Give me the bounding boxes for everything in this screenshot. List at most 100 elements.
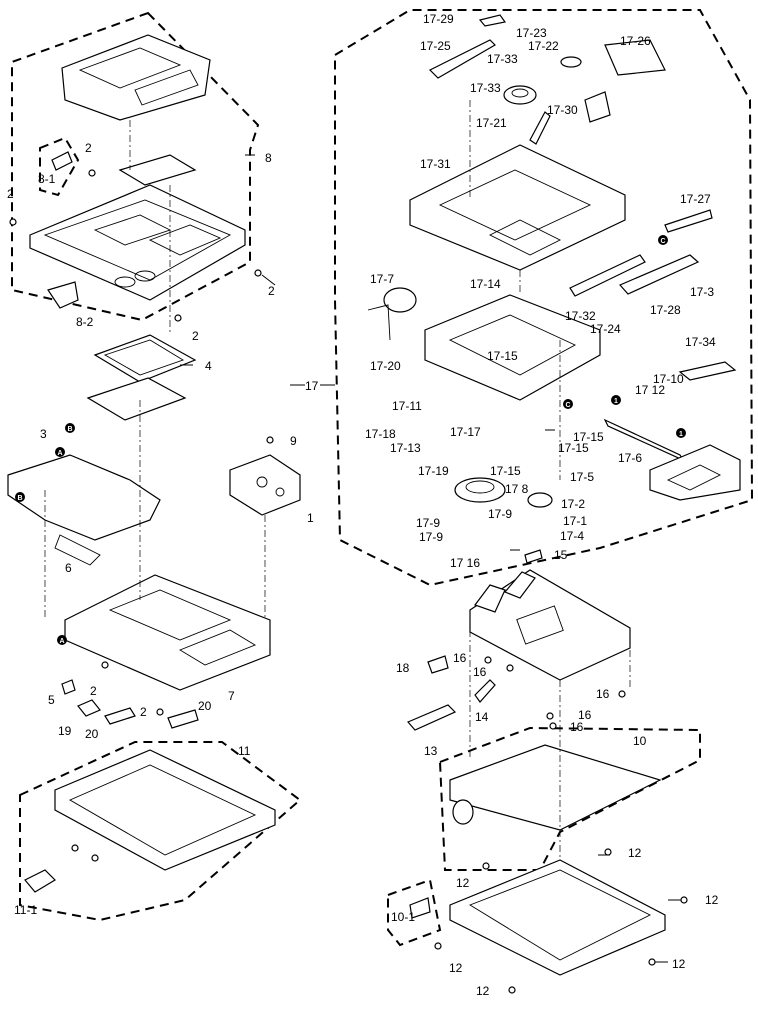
label-5: 5 bbox=[48, 693, 55, 707]
label-17-17: 17-17 bbox=[450, 425, 481, 439]
label-4: 4 bbox=[205, 359, 212, 373]
bottom-case bbox=[54, 749, 276, 871]
label-14: 14 bbox=[475, 710, 489, 724]
label-16a: 16 bbox=[453, 651, 467, 665]
label-17-5: 17-5 bbox=[570, 470, 594, 484]
label-17-20: 17-20 bbox=[370, 359, 401, 373]
label-17-4: 17-4 bbox=[560, 529, 584, 543]
label-17-3: 17-3 bbox=[690, 285, 714, 299]
callout-a-2: A bbox=[59, 638, 64, 645]
label-12e: 12 bbox=[672, 957, 686, 971]
group-11-outline bbox=[19, 741, 302, 922]
label-6: 6 bbox=[65, 561, 72, 575]
callout-1-a: 1 bbox=[614, 398, 618, 405]
optical-pickup bbox=[649, 444, 741, 501]
label-17-9c: 17-9 bbox=[419, 530, 443, 544]
group-10-1-outline bbox=[387, 878, 442, 947]
label-11: 11 bbox=[238, 744, 251, 758]
mechanism-chassis bbox=[409, 144, 626, 271]
callout-b-1: B bbox=[67, 426, 72, 433]
label-17-34: 17-34 bbox=[685, 335, 716, 349]
label-2a: 2 bbox=[85, 141, 92, 155]
label-10: 10 bbox=[633, 734, 647, 748]
label-17-2: 17-2 bbox=[561, 497, 585, 511]
callout-c-1: C bbox=[660, 238, 665, 245]
label-17-30: 17-30 bbox=[547, 103, 578, 117]
label-17-28: 17-28 bbox=[650, 303, 681, 317]
label-17-29: 17-29 bbox=[423, 12, 454, 26]
label-2c: 2 bbox=[268, 284, 275, 298]
group-10-outline bbox=[438, 726, 701, 871]
lower-housing bbox=[449, 859, 666, 976]
label-17-31: 17-31 bbox=[420, 157, 451, 171]
group-8-1-outline bbox=[39, 136, 80, 197]
label-16d: 16 bbox=[578, 708, 592, 722]
label-17-6: 17-6 bbox=[618, 451, 642, 465]
label-17-15a: 17-15 bbox=[487, 349, 518, 363]
label-17-9a: 17-9 bbox=[488, 507, 512, 521]
label-17-22: 17-22 bbox=[528, 39, 559, 53]
callout-1-b: 1 bbox=[679, 431, 683, 438]
label-15: 15 bbox=[554, 548, 568, 562]
label-8: 8 bbox=[265, 151, 272, 165]
label-11-1: 11-1 bbox=[14, 903, 37, 917]
label-17-26: 17-26 bbox=[620, 34, 651, 48]
label-1: 1 bbox=[307, 511, 314, 525]
label-12c: 12 bbox=[705, 893, 719, 907]
label-12a: 12 bbox=[628, 846, 642, 860]
label-17-11: 17-11 bbox=[392, 399, 422, 413]
label-2b: 2 bbox=[7, 187, 14, 201]
label-9: 9 bbox=[290, 434, 297, 448]
label-2e: 2 bbox=[90, 684, 97, 698]
pcb-module bbox=[229, 454, 301, 516]
group-8-outline bbox=[11, 11, 260, 322]
label-20b: 20 bbox=[198, 699, 212, 713]
label-17-23: 17-23 bbox=[516, 26, 547, 40]
main-chassis bbox=[64, 574, 271, 691]
reference-callouts: A A B B C C 1 1 bbox=[15, 235, 686, 645]
callout-c-2: C bbox=[565, 402, 570, 409]
label-16e: 16 bbox=[570, 720, 584, 734]
label-17: 17 bbox=[305, 379, 319, 393]
flex-cable bbox=[7, 454, 161, 541]
group-17-outline bbox=[334, 9, 754, 587]
label-17-25: 17-25 bbox=[420, 39, 451, 53]
label-12d: 12 bbox=[449, 961, 463, 975]
label-17-9b: 17-9 bbox=[416, 516, 440, 530]
label-12b: 12 bbox=[456, 876, 470, 890]
label-17-8: 17 8 bbox=[505, 482, 529, 496]
label-17-12: 17 12 bbox=[635, 383, 665, 397]
label-2d: 2 bbox=[192, 329, 199, 343]
screws bbox=[9, 169, 688, 994]
label-17-33b: 17-33 bbox=[470, 81, 501, 95]
label-18: 18 bbox=[396, 661, 410, 675]
label-7: 7 bbox=[228, 689, 235, 703]
label-17-33a: 17-33 bbox=[487, 52, 518, 66]
label-17-18: 17-18 bbox=[365, 427, 396, 441]
label-17-27: 17-27 bbox=[680, 192, 711, 206]
label-10-1: 10-1 bbox=[391, 910, 415, 924]
label-17-21: 17-21 bbox=[476, 116, 507, 130]
label-3: 3 bbox=[40, 427, 47, 441]
label-17-15d: 17-15 bbox=[490, 464, 521, 478]
label-16b: 16 bbox=[473, 665, 487, 679]
label-17-15c: 17-15 bbox=[558, 441, 589, 455]
lcd-frame bbox=[93, 334, 197, 383]
label-17-16: 17 16 bbox=[450, 556, 480, 570]
label-12f: 12 bbox=[476, 984, 490, 998]
part-labels: 8 8-1 2 2 2 2 2 2 8-2 4 3 9 1 6 5 7 19 2… bbox=[7, 12, 719, 998]
label-17-32: 17-32 bbox=[565, 309, 596, 323]
bottom-shield-plate bbox=[449, 744, 662, 831]
label-17-15b: 17-15 bbox=[573, 430, 604, 444]
label-17-1: 17-1 bbox=[563, 514, 587, 528]
lid-assembly bbox=[29, 184, 246, 301]
label-17-19: 17-19 bbox=[418, 464, 449, 478]
label-8-1: 8-1 bbox=[38, 172, 56, 186]
label-8-2: 8-2 bbox=[76, 315, 94, 329]
label-17-10: 17-10 bbox=[653, 372, 684, 386]
traverse-frame bbox=[424, 294, 601, 401]
label-19: 19 bbox=[58, 724, 72, 738]
label-17-24: 17-24 bbox=[590, 322, 621, 336]
label-13: 13 bbox=[424, 744, 438, 758]
